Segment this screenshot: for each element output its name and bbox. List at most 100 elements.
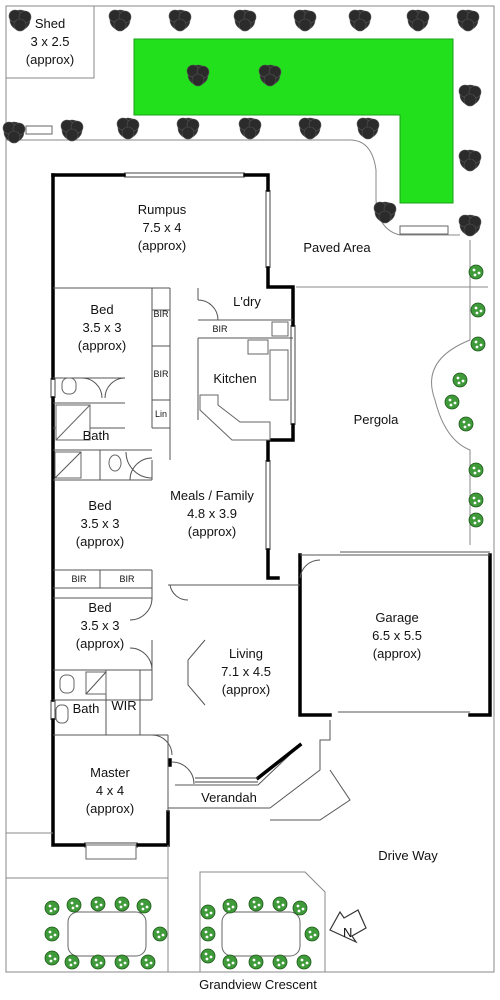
bir-label: BIR [71, 574, 87, 584]
planter-box [67, 911, 147, 957]
sink [271, 321, 289, 337]
storage-labels: BIR BIR Lin BIR BIR BIR [71, 309, 228, 584]
laundry-label: L'dry [233, 294, 261, 309]
shrub-icon [248, 896, 264, 912]
bath2-label: Bath [73, 701, 100, 716]
shrub-icon [44, 950, 60, 966]
shed-label: Shed [35, 16, 65, 31]
shed-size: 3 x 2.5 [30, 34, 69, 49]
interior-walls [53, 287, 300, 812]
cooktop [247, 339, 269, 355]
bed1-label: Bed [90, 302, 113, 317]
bed3-label: Bed [88, 600, 111, 615]
paved-path-edge [6, 139, 460, 236]
house-wall-rumpus-east [266, 266, 295, 327]
bir-label: BIR [212, 324, 228, 334]
basin-2 [55, 704, 69, 724]
tree-icon [348, 9, 372, 32]
tree-icon [176, 117, 200, 140]
tree-icon [356, 117, 380, 140]
north-arrow-icon [329, 909, 367, 944]
shrub-icon [458, 416, 474, 432]
shrub-icon [66, 897, 82, 913]
shrub-icon [222, 954, 238, 970]
wir-label: WIR [111, 698, 136, 713]
bed2-note: (approx) [76, 534, 124, 549]
tree-icon [458, 214, 482, 237]
shrub-icon [44, 900, 60, 916]
kitchen-island [269, 349, 289, 401]
shrub-icon [200, 948, 216, 964]
toilet [61, 377, 77, 395]
shrub-icon [200, 904, 216, 920]
toilet-2 [59, 674, 75, 694]
meals-note: (approx) [188, 524, 236, 539]
shrub-icon [200, 926, 216, 942]
shrub-icon [470, 302, 486, 318]
shrub-icon [140, 954, 156, 970]
verandah-wall [257, 720, 351, 821]
north-arrow: N [329, 909, 367, 944]
shrub-icon [452, 372, 468, 388]
shrub-icon [304, 926, 320, 942]
room-labels: Rumpus 7.5 x 4 (approx) Paved Area L'dry… [73, 202, 439, 992]
shrub-icon [468, 492, 484, 508]
shrub-icon [272, 954, 288, 970]
shrub-icon [114, 896, 130, 912]
tree-icon [116, 117, 140, 140]
house-wall-master-south [136, 810, 170, 847]
bed2-size: 3.5 x 3 [80, 516, 119, 531]
bir-label: BIR [153, 369, 169, 379]
door-swings [81, 299, 321, 785]
pergola-edge [431, 290, 471, 545]
shrub-icon [90, 954, 106, 970]
living-label: Living [229, 646, 263, 661]
windows [50, 172, 296, 848]
window-box [85, 844, 137, 860]
tree-icon [298, 117, 322, 140]
house-wall-meals-east [266, 548, 280, 580]
shrub-icon [470, 336, 486, 352]
north-label: N [343, 925, 352, 940]
living-size: 7.1 x 4.5 [221, 664, 271, 679]
meals-label: Meals / Family [170, 488, 254, 503]
shrub-icon [296, 954, 312, 970]
shrub-icon [444, 394, 460, 410]
master-size: 4 x 4 [96, 783, 124, 798]
tree-icon [60, 119, 84, 142]
bay-window [255, 742, 303, 781]
rumpus-label: Rumpus [138, 202, 187, 217]
garage-wall-right [468, 553, 492, 717]
tree-icon [456, 9, 480, 32]
verandah-label: Verandah [201, 790, 257, 805]
rumpus-size: 7.5 x 4 [142, 220, 181, 235]
shrub-icon [468, 264, 484, 280]
tree-icon [406, 9, 430, 32]
bed3-note: (approx) [76, 636, 124, 651]
garage-note: (approx) [373, 646, 421, 661]
shower-3-diagonal [85, 671, 107, 695]
shrub-icon [136, 898, 152, 914]
shrub-icon [152, 926, 168, 942]
tree-icon [258, 64, 282, 87]
tree-icon [2, 121, 26, 144]
bir-label: BIR [153, 309, 169, 319]
garage-label: Garage [375, 610, 418, 625]
bed3-size: 3.5 x 3 [80, 618, 119, 633]
paved-area-label: Paved Area [303, 240, 371, 255]
shrubs [44, 264, 486, 970]
tree-icon [108, 9, 132, 32]
meals-size: 4.8 x 3.9 [187, 506, 237, 521]
garage-wall [298, 553, 332, 717]
lin-label: Lin [155, 409, 167, 419]
shrub-icon [272, 896, 288, 912]
bench [399, 225, 449, 235]
shower [55, 404, 91, 441]
tree-icon [238, 117, 262, 140]
house-wall-kitchen-east [266, 423, 295, 462]
bench [25, 125, 53, 135]
street-label: Grandview Crescent [199, 977, 317, 992]
shrub-icon [64, 954, 80, 970]
tree-icon [373, 201, 397, 224]
